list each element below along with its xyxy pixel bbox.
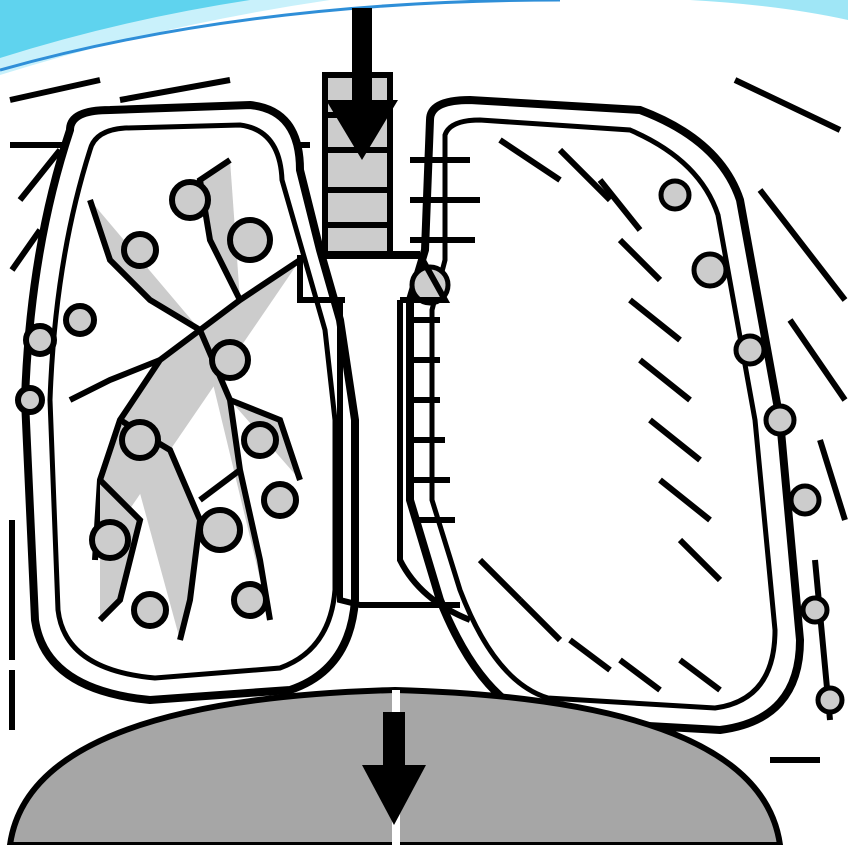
swoosh-right — [690, 0, 848, 20]
right-lung — [410, 100, 842, 730]
left-lung — [18, 105, 355, 700]
corner-swoosh — [0, 0, 848, 75]
